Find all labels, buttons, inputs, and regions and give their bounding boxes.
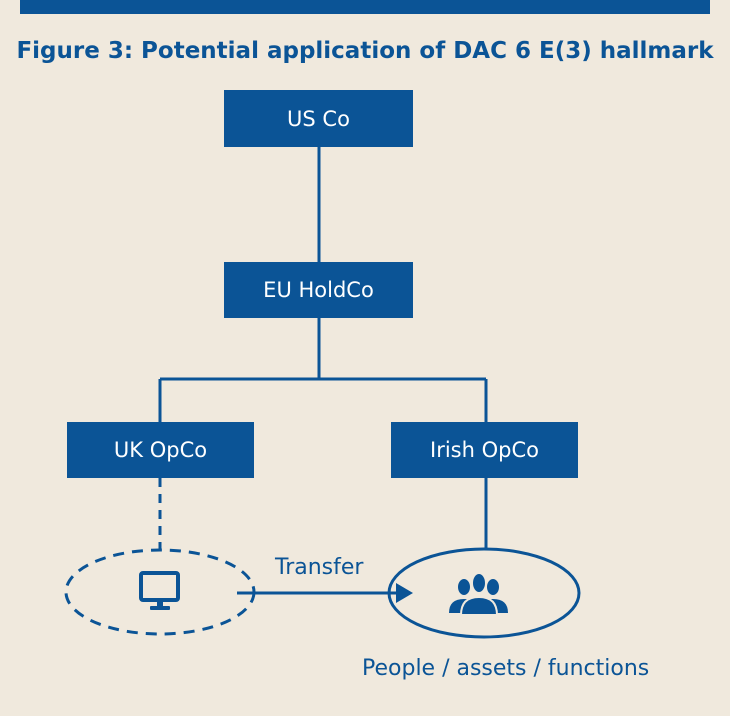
transfer-arrow-head xyxy=(396,583,413,603)
header-bar xyxy=(20,0,710,14)
dashed-ellipse-uk-asset xyxy=(64,548,256,636)
node-uk-opco: UK OpCo xyxy=(67,422,254,478)
figure-title: Figure 3: Potential application of DAC 6… xyxy=(16,38,714,64)
people-icon xyxy=(449,572,508,616)
node-eu-holdco: EU HoldCo xyxy=(224,262,413,318)
people-assets-caption: People / assets / functions xyxy=(362,656,650,681)
node-us-co: US Co xyxy=(224,90,413,147)
ellipse-irish-people xyxy=(387,547,581,639)
monitor-icon xyxy=(139,571,180,610)
node-irish-opco: Irish OpCo xyxy=(391,422,578,478)
transfer-label: Transfer xyxy=(275,555,364,580)
